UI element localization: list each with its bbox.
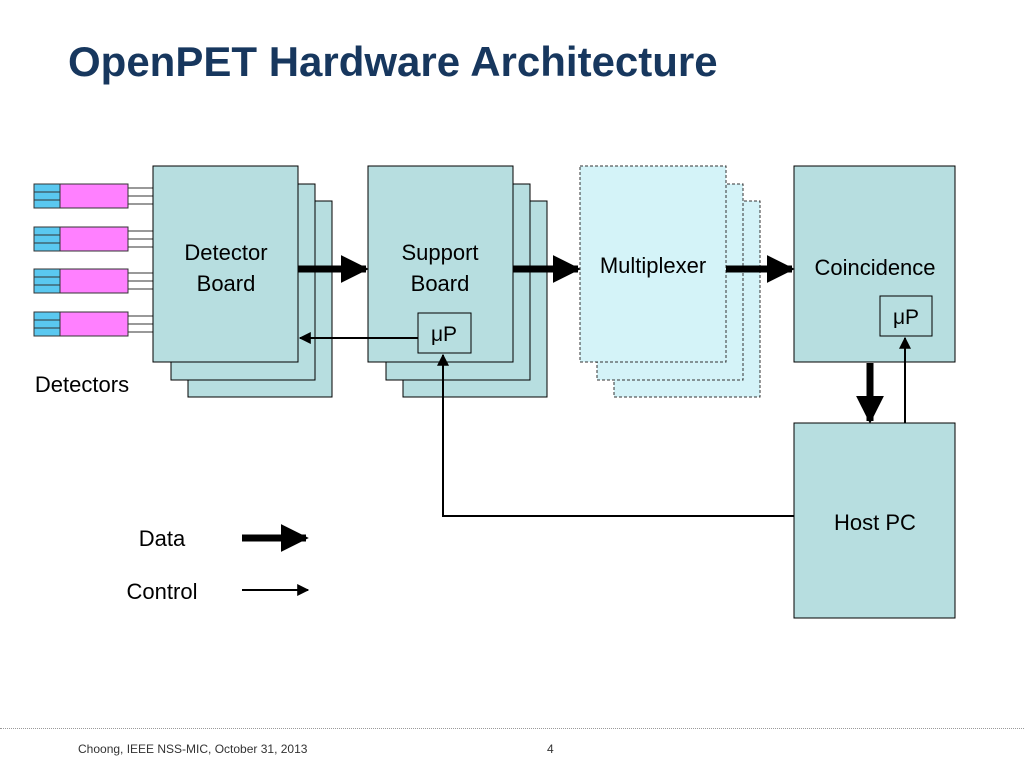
multiplexer — [579, 165, 727, 363]
legend-control-label: Control — [127, 579, 198, 604]
detector-module — [33, 311, 153, 337]
detector-board-stack: Detector Board — [152, 165, 333, 398]
detector-module — [33, 268, 153, 294]
host-pc-block: Host PC — [793, 422, 956, 619]
detector-module — [33, 226, 153, 252]
slide-title: OpenPET Hardware Architecture — [68, 38, 718, 85]
detectors-label: Detectors — [35, 372, 129, 397]
support-microprocessor-label: μP — [431, 323, 457, 346]
page-number: 4 — [547, 742, 554, 756]
legend-data-label: Data — [139, 526, 186, 551]
coincidence-microprocessor — [879, 295, 933, 337]
legend: Data Control — [127, 524, 310, 604]
detector-board — [152, 165, 299, 363]
footer-citation: Choong, IEEE NSS-MIC, October 31, 2013 — [78, 742, 308, 756]
host-pc — [793, 422, 956, 619]
coincidence-block: Coincidence μP — [793, 165, 956, 363]
detector-board-label-line2: Board — [197, 271, 256, 296]
detector-board-label-line1: Detector — [184, 240, 267, 265]
coincidence-microprocessor-label: μP — [893, 306, 919, 329]
footer-divider — [0, 728, 1024, 729]
multiplexer-stack: Multiplexer — [579, 165, 761, 398]
control-arrow-host-to-support — [437, 353, 794, 517]
host-pc-label: Host PC — [834, 510, 916, 535]
support-board-label-line2: Board — [411, 271, 470, 296]
support-microprocessor — [417, 312, 472, 354]
coincidence-label: Coincidence — [814, 255, 935, 280]
multiplexer-label: Multiplexer — [600, 253, 706, 278]
support-board-stack: Support Board μP — [367, 165, 548, 398]
support-board-label-line1: Support — [401, 240, 478, 265]
detector-module — [33, 183, 153, 209]
